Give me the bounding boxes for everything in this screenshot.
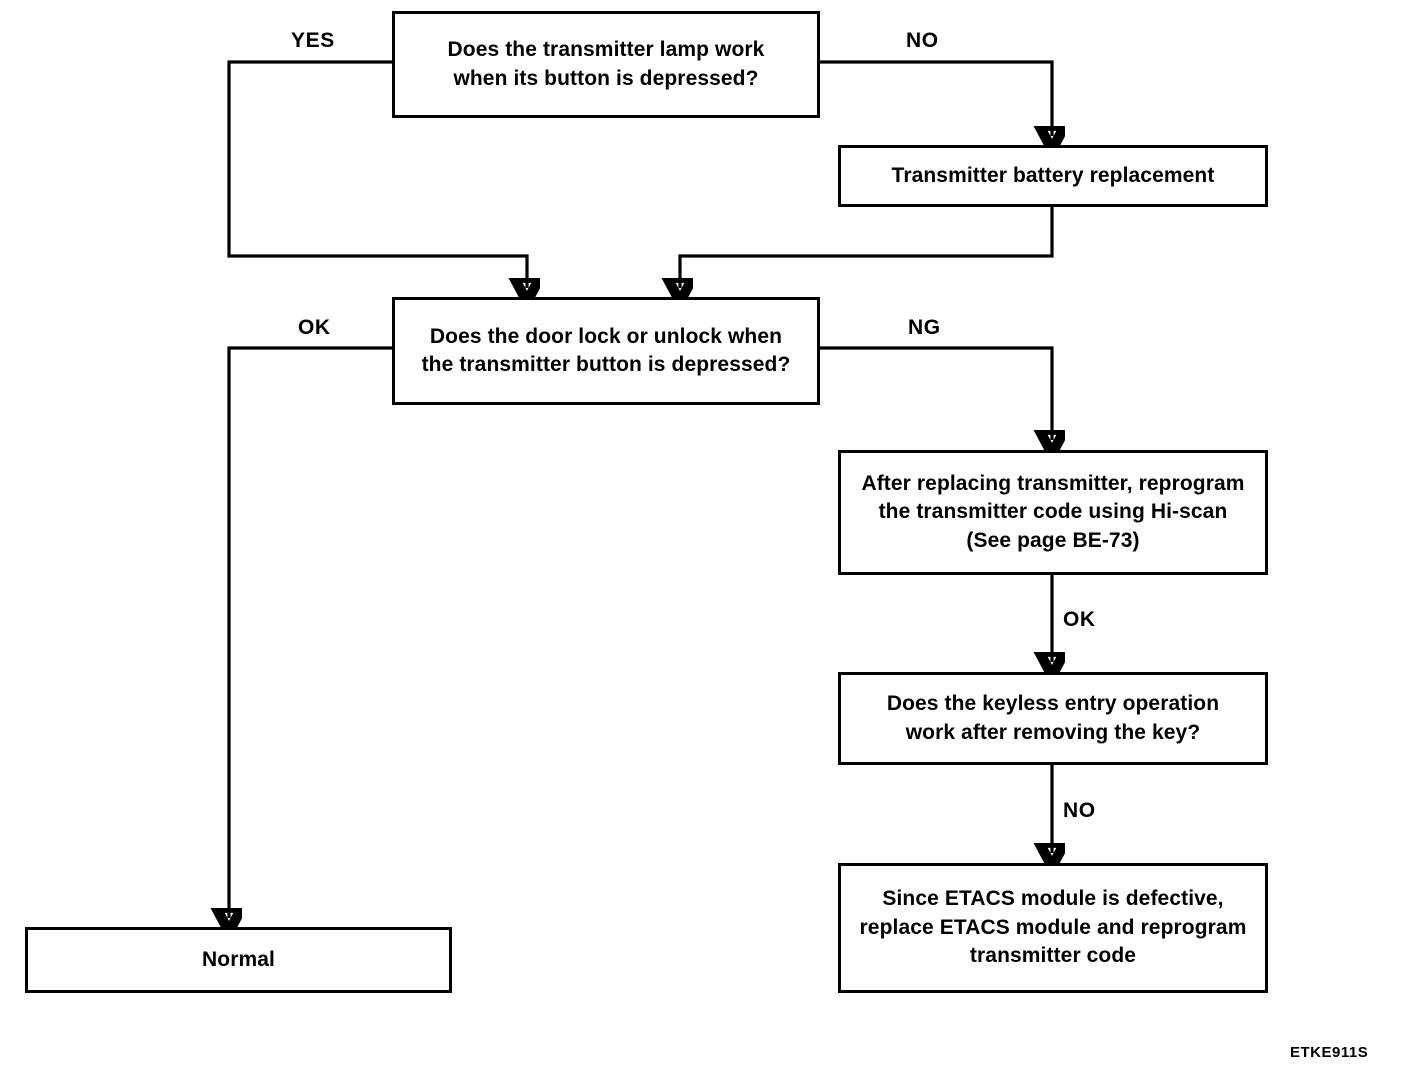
edge-ng-doorlock-to-reprogram [820, 346, 1052, 440]
node-battery-replacement[interactable]: Transmitter battery replacement [838, 145, 1268, 207]
node-normal[interactable]: Normal [25, 927, 452, 993]
edge-label-no-lamp: NO [906, 29, 939, 52]
node-reprogram-transmitter[interactable]: After replacing transmitter, reprogram t… [838, 450, 1268, 575]
node-replace-etacs[interactable]: Since ETACS module is defective, replace… [838, 863, 1268, 993]
node-q-keyless-entry[interactable]: Does the keyless entry operation work af… [838, 672, 1268, 765]
edge-label-ok-doorlock: OK [298, 316, 331, 339]
node-q-doorlock[interactable]: Does the door lock or unlock when the tr… [392, 297, 820, 405]
edge-battery-to-doorlock [680, 207, 1054, 288]
node-q-lamp[interactable]: Does the transmitter lamp work when its … [392, 11, 820, 118]
edge-ok-doorlock-to-normal [229, 346, 392, 918]
figure-id-caption: ETKE911S [1290, 1044, 1369, 1061]
edge-label-ok-reprogram: OK [1063, 608, 1096, 631]
edge-label-yes-lamp: YES [291, 29, 335, 52]
edge-label-ng-doorlock: NG [908, 316, 941, 339]
edge-label-no-keyless: NO [1063, 799, 1096, 822]
edge-no-lamp-to-battery [820, 60, 1052, 136]
